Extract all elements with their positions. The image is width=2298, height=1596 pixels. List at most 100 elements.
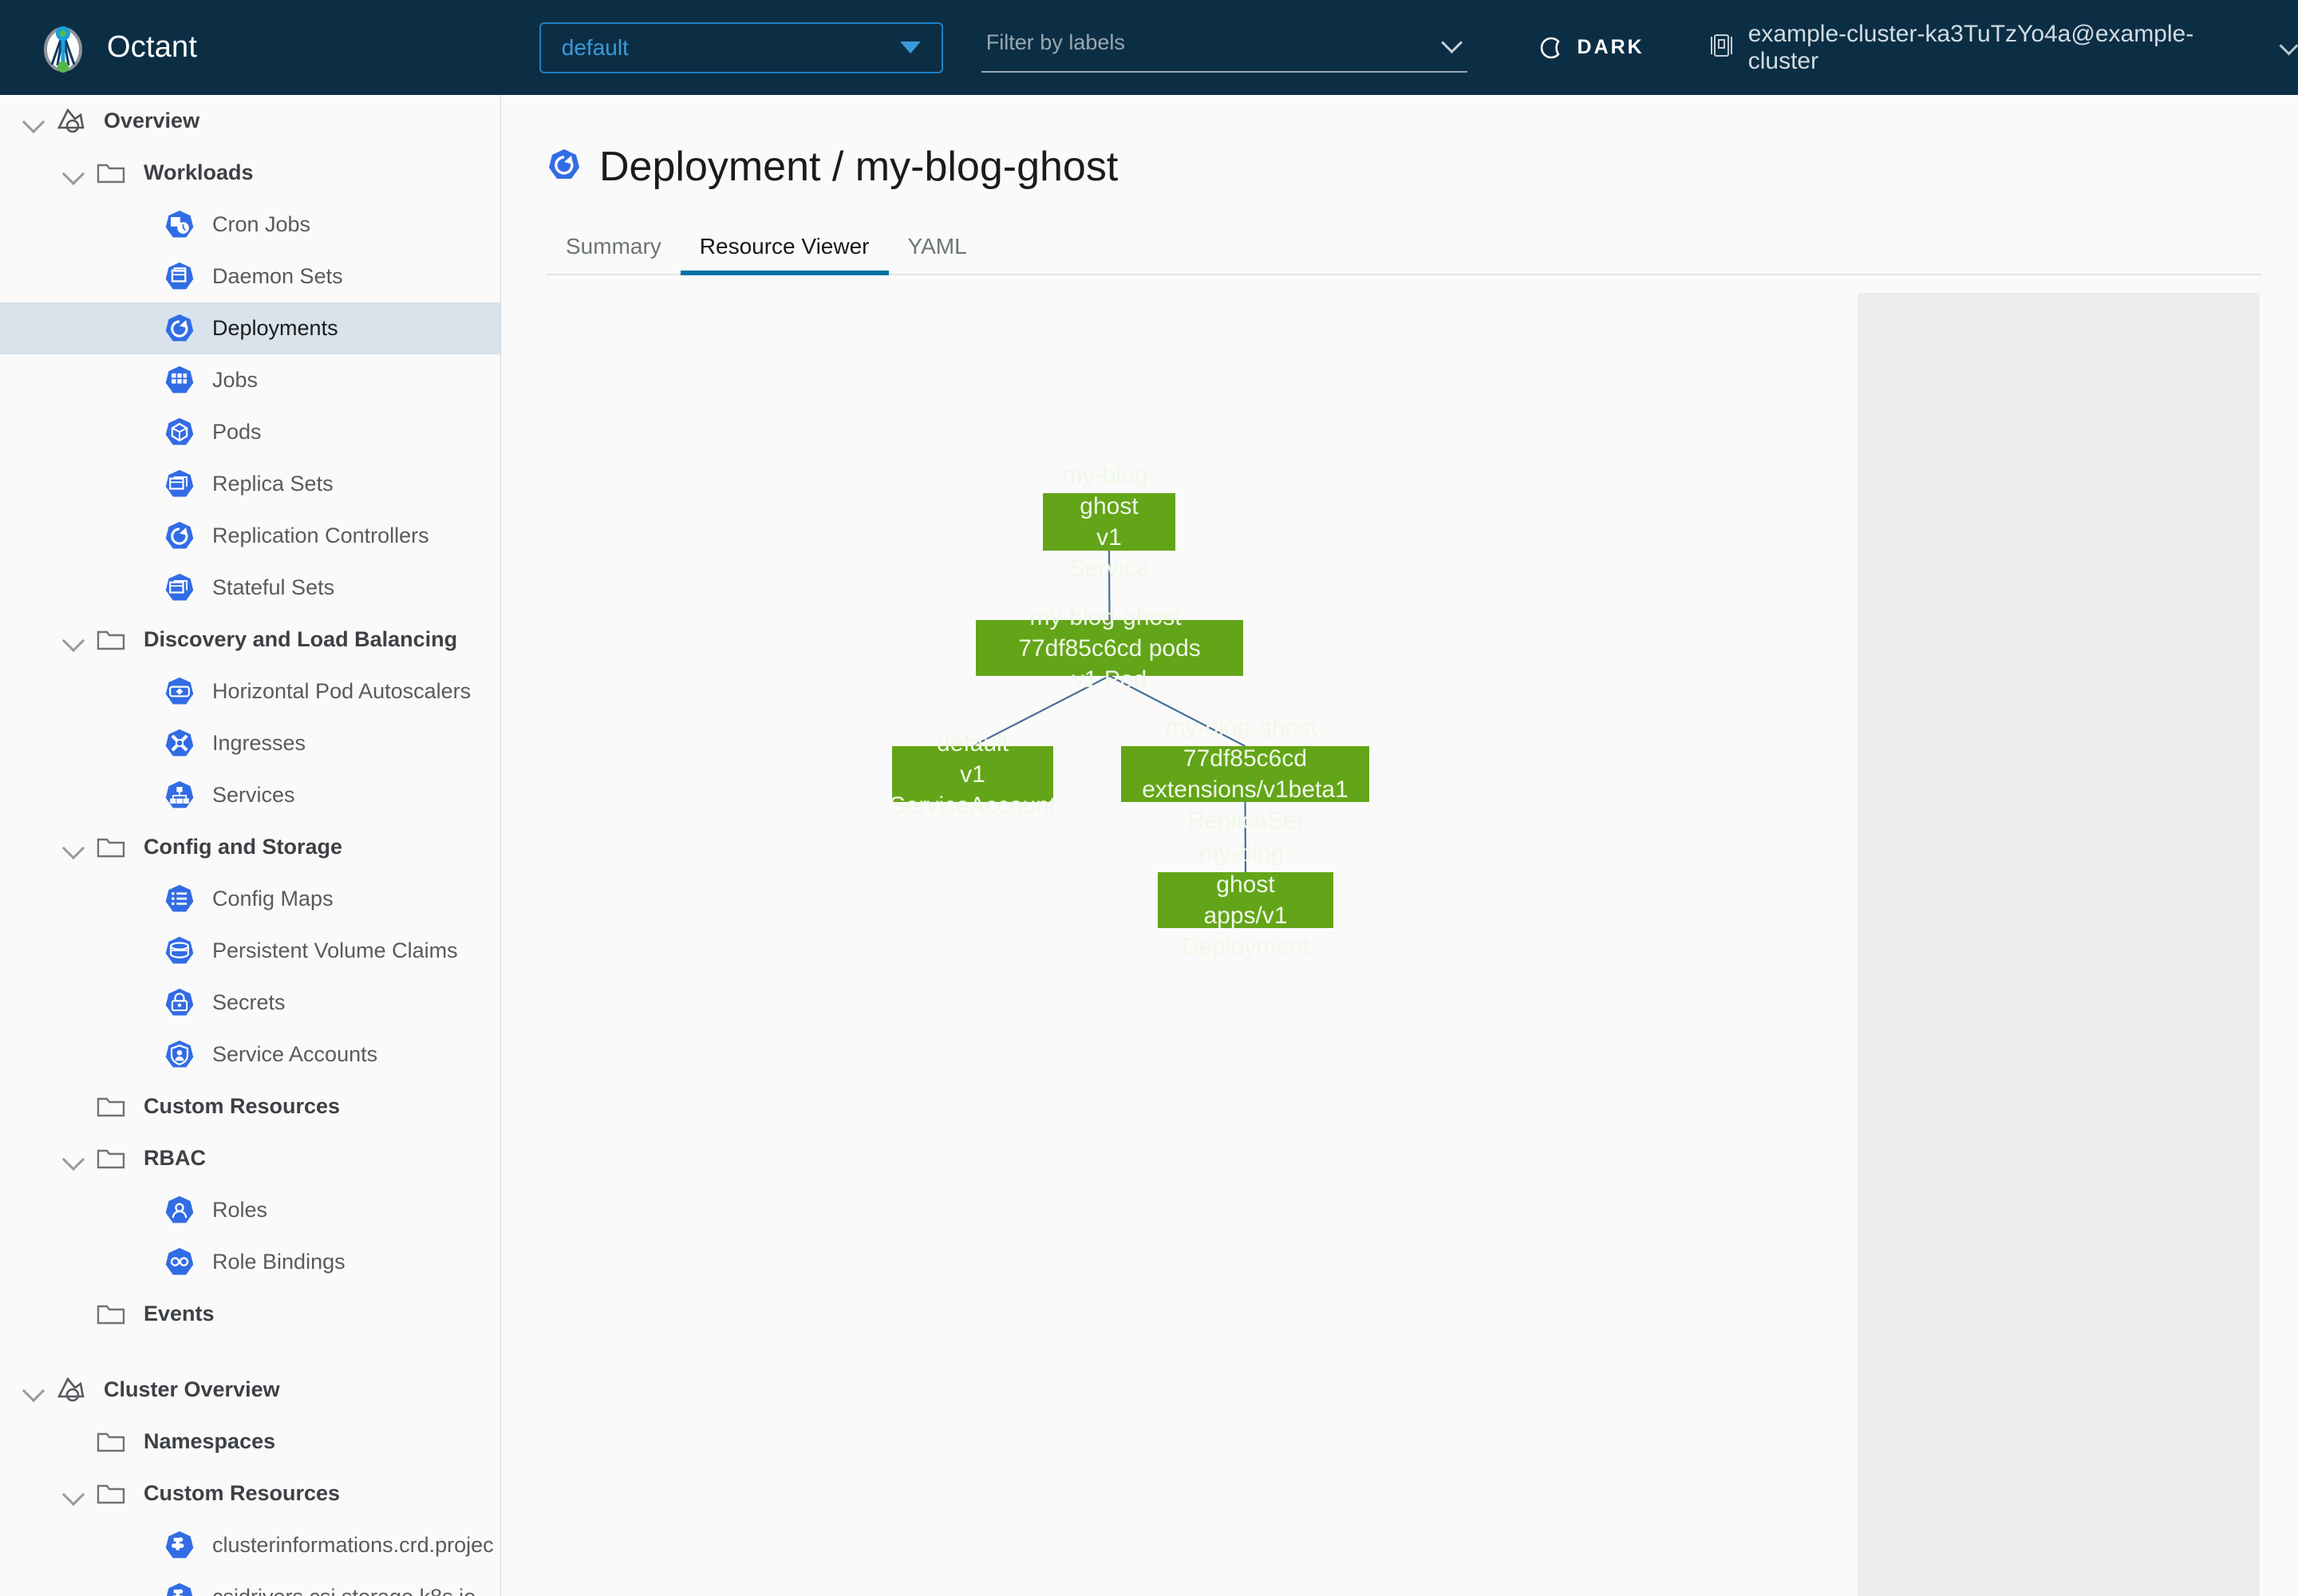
sidebar-item-roles[interactable]: Roles <box>0 1184 500 1236</box>
sidebar-item-label: Pods <box>212 420 262 444</box>
sidebar-item-label: Discovery and Load Balancing <box>144 627 458 651</box>
k8s-hpa-icon <box>161 674 198 710</box>
sidebar-item-label: Deployments <box>212 316 338 340</box>
k8s-crd-icon <box>161 1527 198 1564</box>
k8s-pod-icon <box>161 414 198 451</box>
sidebar-item-config-and-storage[interactable]: Config and Storage <box>0 821 500 873</box>
sidebar-item-discovery-and-load-balancing[interactable]: Discovery and Load Balancing <box>0 614 500 666</box>
folder-icon <box>93 829 129 866</box>
chevron-down-icon[interactable] <box>18 105 49 137</box>
sidebar-item-role-bindings[interactable]: Role Bindings <box>0 1236 500 1288</box>
chevron-down-icon[interactable] <box>57 832 89 863</box>
chevron-spacer <box>126 1039 158 1071</box>
sidebar-item-events[interactable]: Events <box>0 1288 500 1340</box>
tab-summary[interactable]: Summary <box>566 234 661 259</box>
sidebar-item-label: Ingresses <box>212 731 306 755</box>
chevron-spacer <box>57 1426 89 1458</box>
brand-name: Octant <box>107 30 198 64</box>
resource-viewer-side-pane <box>1858 293 2260 1596</box>
sidebar-item-config-maps[interactable]: Config Maps <box>0 873 500 925</box>
theme-toggle-label: DARK <box>1577 36 1645 58</box>
chevron-spacer <box>126 417 158 448</box>
chevron-spacer <box>57 1091 89 1123</box>
sidebar-item-label: csidrivers.csi.storage.k8s.io <box>212 1585 476 1596</box>
sidebar-item-custom-resources[interactable]: Custom Resources <box>0 1080 500 1132</box>
chevron-spacer <box>126 261 158 293</box>
folder-icon <box>93 622 129 658</box>
tab-resource-viewer[interactable]: Resource Viewer <box>680 234 889 275</box>
k8s-daemonset-icon <box>161 259 198 295</box>
sidebar-item-label: Overview <box>104 109 200 132</box>
chevron-spacer <box>126 728 158 760</box>
sidebar-item-label: Jobs <box>212 368 259 392</box>
tab-yaml[interactable]: YAML <box>907 234 967 259</box>
sidebar-item-services[interactable]: Services <box>0 769 500 821</box>
sidebar-item-cluster-overview[interactable]: Cluster Overview <box>0 1364 500 1416</box>
sidebar-item-stateful-sets[interactable]: Stateful Sets <box>0 562 500 614</box>
sidebar-item-label: Custom Resources <box>144 1094 341 1118</box>
theme-toggle[interactable]: DARK <box>1539 34 1645 61</box>
folder-icon <box>93 1424 129 1460</box>
k8s-crd-icon <box>161 1579 198 1596</box>
sidebar-item-replica-sets[interactable]: Replica Sets <box>0 458 500 510</box>
chevron-spacer <box>126 676 158 708</box>
k8s-statefulset-icon <box>161 570 198 606</box>
k8s-ingress-icon <box>161 725 198 762</box>
chevron-down-icon[interactable] <box>57 1143 89 1175</box>
chevron-spacer <box>126 935 158 967</box>
chevron-down-icon[interactable] <box>57 1478 89 1510</box>
sidebar-item-pods[interactable]: Pods <box>0 406 500 458</box>
graph-node-kind: v1 Pod <box>1072 666 1147 693</box>
chevron-down-icon[interactable] <box>18 1374 49 1406</box>
namespace-select[interactable]: default <box>539 22 943 73</box>
labels-filter[interactable]: Filter by labels <box>981 23 1467 73</box>
sidebar-item-replication-controllers[interactable]: Replication Controllers <box>0 510 500 562</box>
sidebar-item-label: Namespaces <box>144 1429 276 1453</box>
sidebar-item-label: Daemon Sets <box>212 264 343 288</box>
sidebar-item-label: Config Maps <box>212 887 334 911</box>
sidebar-item-horizontal-pod-autoscalers[interactable]: Horizontal Pod Autoscalers <box>0 666 500 717</box>
sidebar-item-label: Service Accounts <box>212 1042 378 1066</box>
graph-node-title: my-blog-ghost <box>1062 462 1156 519</box>
chevron-spacer <box>126 883 158 915</box>
sidebar-item-label: clusterinformations.crd.projec <box>212 1533 494 1557</box>
chevron-spacer <box>126 987 158 1019</box>
chevron-down-icon[interactable] <box>57 157 89 189</box>
graph-edges <box>972 550 1247 873</box>
sidebar-item-label: Replica Sets <box>212 472 334 496</box>
sidebar-item-clusterinformations-crd-projec[interactable]: clusterinformations.crd.projec <box>0 1519 500 1571</box>
chevron-down-icon[interactable] <box>57 624 89 656</box>
sidebar-item-label: Events <box>144 1302 215 1325</box>
k8s-serviceaccount-icon <box>161 1037 198 1073</box>
namespace-select-value: default <box>561 34 629 60</box>
sidebar-item-label: Secrets <box>212 990 286 1014</box>
sidebar-item-rbac[interactable]: RBAC <box>0 1132 500 1184</box>
sidebar-item-cron-jobs[interactable]: Cron Jobs <box>0 199 500 251</box>
sidebar-item-namespaces[interactable]: Namespaces <box>0 1416 500 1468</box>
sidebar-item-secrets[interactable]: Secrets <box>0 977 500 1029</box>
sidebar-item-deployments[interactable]: Deployments <box>0 302 500 354</box>
content-tabs[interactable]: Summary Resource Viewer YAML <box>547 226 2262 275</box>
sidebar-item-ingresses[interactable]: Ingresses <box>0 717 500 769</box>
sidebar-item-workloads[interactable]: Workloads <box>0 147 500 199</box>
sidebar-item-csidrivers-csi-storage-k8s-io[interactable]: csidrivers.csi.storage.k8s.io <box>0 1571 500 1596</box>
k8s-rc-icon <box>161 518 198 555</box>
chevron-spacer <box>126 468 158 500</box>
sidebar-item-service-accounts[interactable]: Service Accounts <box>0 1029 500 1080</box>
sidebar-item-custom-resources[interactable]: Custom Resources <box>0 1468 500 1519</box>
sidebar-item-persistent-volume-claims[interactable]: Persistent Volume Claims <box>0 925 500 977</box>
cluster-picker[interactable]: example-cluster-ka3TuTzYo4a@example-clus… <box>1708 21 2298 75</box>
sidebar-item-jobs[interactable]: Jobs <box>0 354 500 406</box>
sidebar-item-overview[interactable]: Overview <box>0 95 500 147</box>
brand[interactable]: Octant <box>0 23 498 73</box>
graph-node-title: default <box>936 729 1009 757</box>
sidebar-item-daemon-sets[interactable]: Daemon Sets <box>0 251 500 302</box>
octant-logo-icon <box>38 23 88 73</box>
